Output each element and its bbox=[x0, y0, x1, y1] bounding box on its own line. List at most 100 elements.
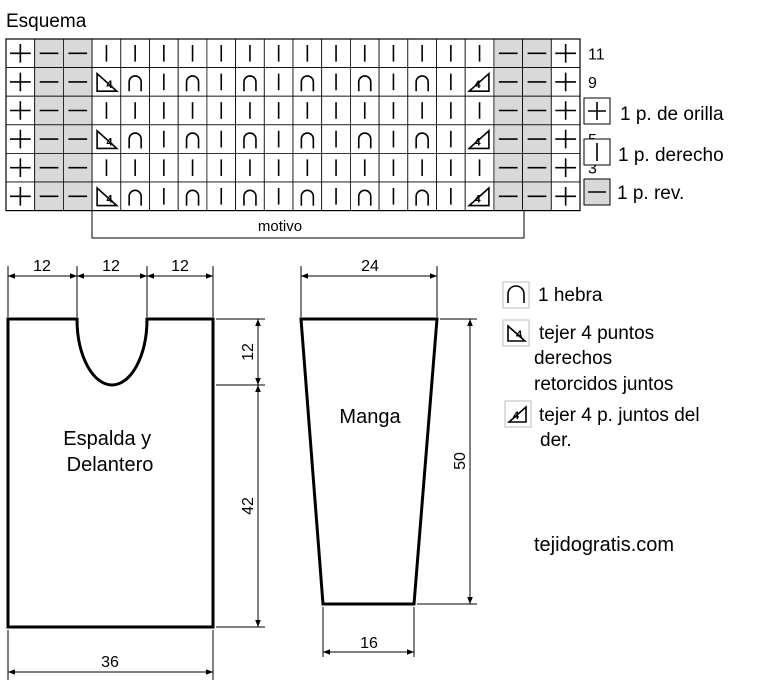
chart-cell bbox=[407, 95, 437, 126]
chart-cell bbox=[263, 95, 294, 126]
dim-neck-width: 12 bbox=[102, 258, 120, 275]
chart-cell bbox=[235, 67, 265, 97]
edge-stitch-icon bbox=[10, 101, 31, 120]
yarn-over-icon bbox=[128, 75, 142, 92]
svg-text:4: 4 bbox=[516, 329, 523, 341]
chart-cell bbox=[63, 181, 93, 212]
chart-cell bbox=[235, 38, 265, 69]
chart-cell bbox=[292, 152, 323, 183]
svg-text:4: 4 bbox=[474, 194, 481, 206]
body-schematic: Espalda y Delantero 12 12 12 36 12 42 bbox=[6, 258, 265, 680]
chart-cell bbox=[349, 124, 380, 154]
chart-cell bbox=[263, 124, 294, 154]
chart-cell bbox=[292, 124, 323, 154]
chart-cell bbox=[120, 95, 150, 126]
chart-cell bbox=[407, 38, 437, 69]
chart-cell bbox=[235, 152, 265, 183]
yarn-over-icon bbox=[357, 75, 372, 92]
chart-cell bbox=[550, 95, 581, 126]
chart-cell bbox=[120, 67, 150, 97]
chart-cell bbox=[120, 124, 150, 154]
yarn-over-icon bbox=[128, 189, 142, 206]
legend-k4tog-tbl: 4 tejer 4 puntos derechos retorcidos jun… bbox=[502, 319, 673, 395]
chart-cell bbox=[436, 95, 466, 126]
chart-cell bbox=[235, 181, 265, 212]
chart-cell bbox=[550, 152, 581, 183]
chart-cell bbox=[63, 152, 93, 183]
chart-cell bbox=[34, 95, 64, 126]
k4tog-right-icon: 4 bbox=[467, 186, 490, 207]
yarn-over-icon bbox=[357, 189, 372, 206]
chart-cell bbox=[378, 124, 409, 154]
chart-cell bbox=[292, 181, 323, 212]
sleeve-outline bbox=[299, 317, 439, 606]
yarn-over-icon bbox=[128, 132, 142, 149]
chart-cell bbox=[63, 95, 93, 126]
chart-cell bbox=[5, 152, 36, 183]
chart-cell bbox=[206, 67, 236, 97]
chart-cell bbox=[5, 67, 36, 97]
k4tog-right-icon: 4 bbox=[467, 71, 490, 92]
chart-cell bbox=[378, 67, 409, 97]
chart-cell bbox=[349, 152, 380, 183]
chart-cell bbox=[522, 124, 552, 154]
chart-cell bbox=[149, 38, 179, 69]
svg-text:4: 4 bbox=[106, 79, 113, 91]
yarn-over-icon bbox=[185, 132, 200, 149]
chart-cell bbox=[321, 67, 351, 97]
chart-cell bbox=[378, 95, 409, 126]
edge-stitch-icon bbox=[10, 129, 31, 149]
chart-cell bbox=[34, 67, 64, 97]
chart-cell bbox=[436, 181, 466, 212]
chart-cell bbox=[177, 152, 208, 183]
edge-stitch-icon bbox=[555, 44, 576, 63]
chart-cell bbox=[292, 38, 323, 69]
edge-stitch-icon bbox=[555, 158, 576, 177]
chart-cell bbox=[321, 38, 351, 69]
chart-cell bbox=[206, 124, 236, 154]
chart-cell bbox=[34, 181, 64, 212]
dim-body-width: 36 bbox=[101, 654, 119, 671]
row-number: 11 bbox=[588, 46, 605, 63]
chart-cell bbox=[263, 67, 294, 97]
chart-cell bbox=[177, 38, 208, 69]
chart-cell bbox=[349, 181, 380, 212]
yarn-over-icon bbox=[300, 75, 315, 92]
sleeve-label: Manga bbox=[339, 406, 401, 428]
chart-cell bbox=[34, 152, 64, 183]
chart-cell bbox=[436, 38, 466, 69]
chart-cell bbox=[120, 38, 150, 69]
edge-stitch-icon bbox=[555, 187, 576, 206]
chart-cell bbox=[349, 95, 380, 126]
chart-cell bbox=[464, 38, 495, 69]
dim-shoulder-left: 12 bbox=[33, 258, 51, 275]
chart-cell bbox=[493, 95, 523, 126]
dim-sleeve-bottom: 16 bbox=[360, 635, 378, 652]
motivo-bracket: motivo bbox=[91, 210, 525, 239]
legend-edge-label: 1 p. de orilla bbox=[620, 104, 724, 125]
k4tog-tbl-icon: 4 bbox=[96, 129, 119, 150]
stitch-chart: 1144974453441 bbox=[5, 38, 605, 212]
chart-cell bbox=[349, 67, 380, 97]
chart-cell bbox=[5, 181, 36, 212]
k4tog-right-icon: 4 bbox=[506, 405, 527, 423]
chart-cell bbox=[63, 67, 93, 97]
legend-knit-label: 1 p. derecho bbox=[618, 145, 724, 166]
svg-text:4: 4 bbox=[106, 194, 113, 206]
motivo-label: motivo bbox=[258, 218, 302, 235]
chart-cell bbox=[493, 38, 523, 69]
edge-stitch-icon bbox=[555, 129, 576, 149]
chart-cell bbox=[206, 181, 236, 212]
chart-cell bbox=[91, 95, 122, 126]
chart-cell bbox=[292, 67, 323, 97]
chart-cell bbox=[63, 124, 93, 154]
legend-purl-label: 1 p. rev. bbox=[617, 183, 684, 204]
chart-cell bbox=[493, 181, 523, 212]
edge-stitch-icon bbox=[10, 44, 31, 63]
body-label: Espalda y Delantero bbox=[63, 428, 156, 476]
chart-cell bbox=[149, 181, 179, 212]
chart-cell: 4 bbox=[464, 181, 495, 212]
chart-cell bbox=[464, 152, 495, 183]
page-title: Esquema bbox=[6, 11, 87, 32]
chart-cell bbox=[206, 152, 236, 183]
